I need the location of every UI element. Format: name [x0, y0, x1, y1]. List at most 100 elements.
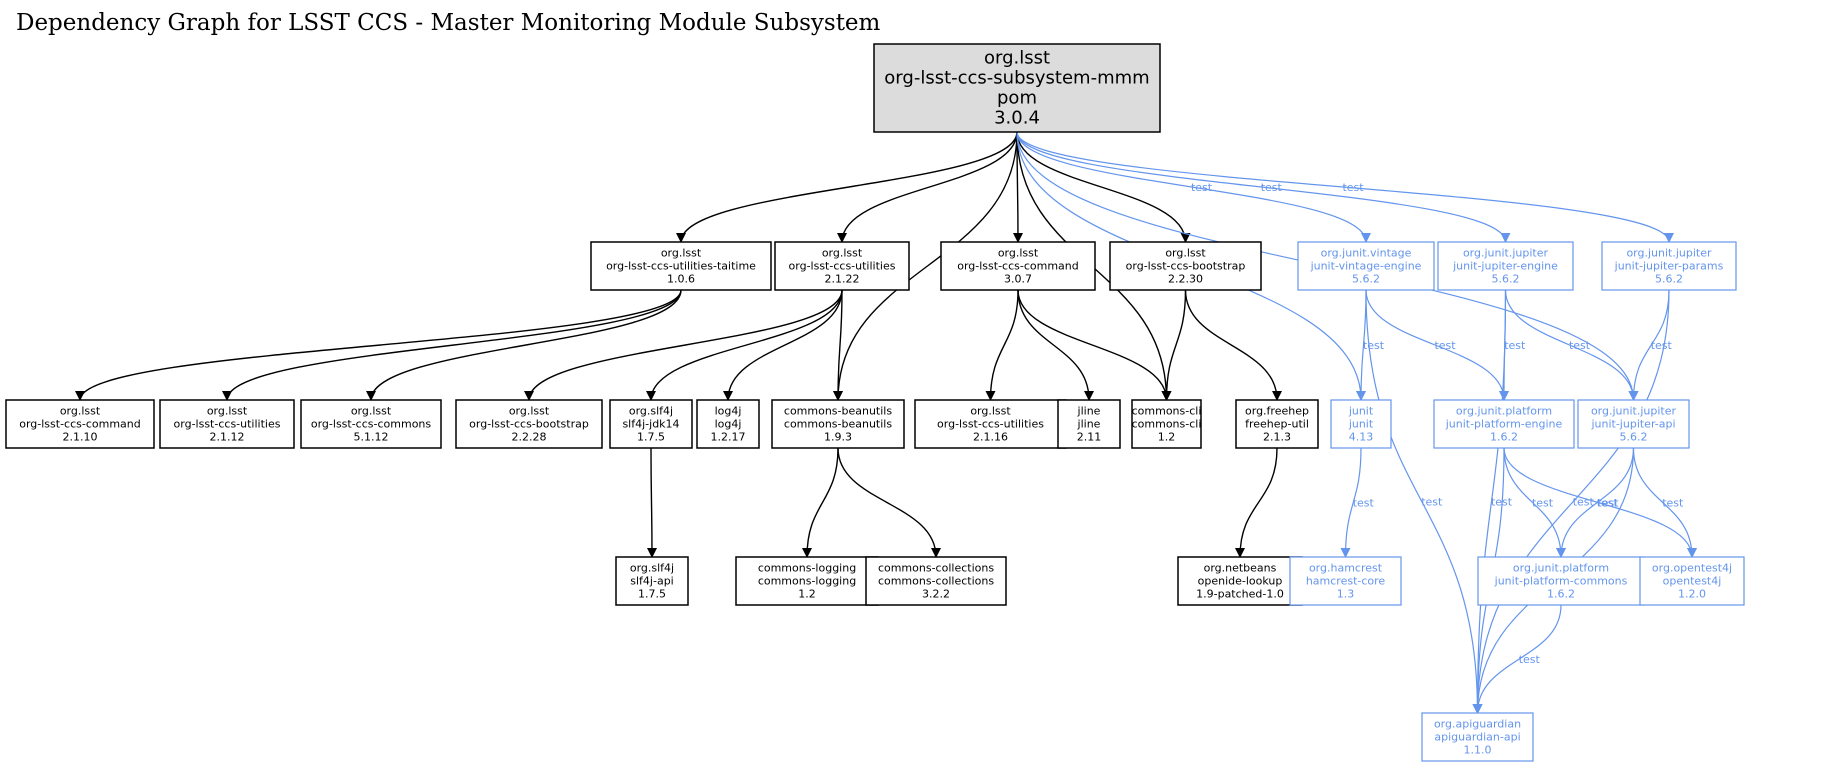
node-label-line: org-lsst-ccs-command [957, 260, 1079, 273]
edge-label: test [1261, 181, 1283, 194]
node-platengine: org.junit.platformjunit-platform-engine1… [1433, 399, 1575, 449]
edge-bootstrap2230-to-cli [1161, 289, 1187, 401]
node-label-line: commons-logging [758, 575, 856, 588]
edge-label: test [1191, 181, 1213, 194]
edge-root-to-jupengine [1016, 131, 1511, 243]
node-label-line: hamcrest-core [1306, 575, 1386, 588]
node-root: org.lsstorg-lsst-ccs-subsystem-mmmpom3.0… [873, 43, 1161, 133]
node-label-line: 1.7.5 [637, 431, 665, 444]
edge-label: test [1569, 339, 1591, 352]
node-label-line: commons-collections [878, 562, 994, 575]
node-label-line: org.freehep [1245, 405, 1309, 418]
node-label-line: org.lsst [351, 405, 392, 418]
node-vintage: org.junit.vintagejunit-vintage-engine5.6… [1297, 241, 1435, 291]
node-label-line: slf4j-jdk14 [622, 418, 679, 431]
edge-vintage-to-platengine [1365, 289, 1509, 401]
edge-label: test [1573, 496, 1595, 509]
node-label-line: 3.0.7 [1004, 273, 1032, 286]
node-label-line: junit [1348, 418, 1374, 431]
node-label-line: org.lsst [509, 405, 550, 418]
node-label-line: 2.1.12 [210, 431, 245, 444]
node-label-line: org.lsst [1165, 247, 1206, 260]
node-label-line: 2.2.30 [1168, 273, 1203, 286]
node-label-line: org.lsst [998, 247, 1039, 260]
edge-taitime-to-util2112 [222, 289, 682, 401]
nodes-layer: org.lsstorg-lsst-ccs-subsystem-mmmpom3.0… [5, 43, 1745, 762]
node-box [1577, 399, 1690, 449]
node-label-line: 2.1.22 [825, 273, 860, 286]
node-label-line: org.slf4j [630, 562, 674, 575]
node-jupparams: org.junit.jupiterjunit-jupiter-params5.6… [1601, 241, 1737, 291]
edge-command307-to-cli [1017, 289, 1172, 401]
node-taitime: org.lsstorg-lsst-ccs-utilities-taitime1.… [590, 241, 772, 291]
node-box [1421, 712, 1534, 762]
node-collections: commons-collectionscommons-collections3.… [865, 556, 1007, 606]
edge-junit-to-hamcrest [1340, 447, 1362, 558]
node-box [865, 556, 1007, 606]
node-label-line: 1.6.2 [1547, 588, 1575, 601]
node-label-line: 1.3 [1337, 588, 1355, 601]
node-label-line: 4.13 [1349, 431, 1374, 444]
node-box [5, 399, 155, 449]
node-box [735, 556, 879, 606]
node-label-line: org.lsst [60, 405, 101, 418]
node-label-line: org-lsst-ccs-bootstrap [469, 418, 589, 431]
edge-vintage-to-apiguardian [1365, 289, 1483, 714]
node-label-line: commons-cli [1132, 418, 1202, 431]
node-label-line: 1.1.0 [1464, 744, 1492, 757]
node-label-line: 1.0.6 [667, 273, 695, 286]
node-box [1330, 399, 1392, 449]
node-label-line: log4j [715, 418, 742, 431]
node-box [1131, 399, 1202, 449]
edge-label: test [1597, 497, 1619, 510]
node-label-line: org.apiguardian [1434, 718, 1521, 731]
node-label-line: org-lsst-ccs-bootstrap [1126, 260, 1246, 273]
node-box [774, 241, 910, 291]
edge-util2122-to-beanutils [833, 289, 844, 401]
edge-label: test [1651, 339, 1673, 352]
node-label-line: commons-cli [1132, 405, 1202, 418]
edge-command307-to-util2116 [985, 289, 1019, 401]
node-label-line: 1.2 [798, 588, 816, 601]
edge-jupengine-to-apiguardian [1472, 289, 1507, 714]
edge-root-to-command307 [1012, 131, 1023, 243]
edge-label: test [1532, 497, 1554, 510]
edge-label: test [1421, 496, 1443, 509]
edge-jupapi-to-platcommons [1556, 447, 1635, 558]
edge-util2122-to-log4j [723, 289, 843, 401]
node-box [1235, 399, 1319, 449]
node-label-line: 3.0.4 [994, 108, 1040, 129]
node-box [300, 399, 442, 449]
edge-label: test [1353, 497, 1375, 510]
node-box [1057, 399, 1121, 449]
graph-title: Dependency Graph for LSST CCS - Master M… [16, 10, 881, 36]
node-box [590, 241, 772, 291]
node-label-line: 3.2.2 [922, 588, 950, 601]
edge-freehep-to-openide [1235, 447, 1278, 558]
node-label-line: org.lsst [970, 405, 1011, 418]
edge-util2122-to-slf4jjdk [646, 289, 843, 401]
node-label-line: commons-collections [878, 575, 994, 588]
node-label-line: org-lsst-ccs-command [19, 418, 141, 431]
node-openide: org.netbeansopenide-lookup1.9-patched-1.… [1177, 556, 1303, 606]
node-box [1437, 241, 1574, 291]
node-label-line: junit [1348, 405, 1374, 418]
node-label-line: 1.2.0 [1678, 588, 1706, 601]
node-box [940, 241, 1096, 291]
node-box [455, 399, 603, 449]
node-label-line: org.lsst [661, 247, 702, 260]
node-label-line: apiguardian-api [1434, 731, 1520, 744]
node-label-line: 1.6.2 [1490, 431, 1518, 444]
node-box [159, 399, 295, 449]
node-box [1177, 556, 1303, 606]
